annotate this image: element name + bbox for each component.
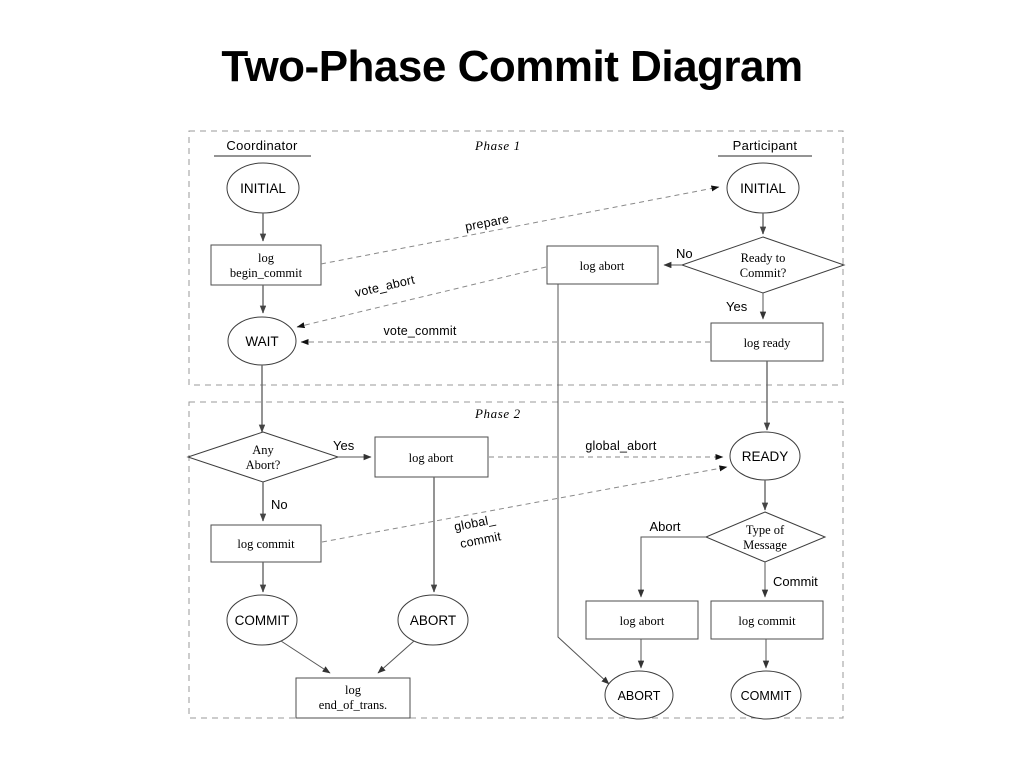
node-coordinator-initial-label: INITIAL [240, 181, 286, 196]
node-participant-ready-label: READY [742, 449, 789, 464]
swimlane-label-coordinator: Coordinator [226, 138, 298, 153]
page-title: Two-Phase Commit Diagram [221, 42, 803, 91]
node-participant-commit[interactable] [730, 670, 802, 720]
branch-label-any-abort-yes: Yes [333, 438, 355, 453]
node-participant-log-commit-phase2[interactable] [710, 600, 824, 640]
node-ready-to-commit-label-2: Commit? [740, 266, 787, 280]
node-any-abort-label-2: Abort? [246, 458, 281, 472]
phase-2-region [188, 401, 844, 719]
message-arrow-global-commit [321, 465, 728, 543]
node-participant-log-abort-phase1-label: log abort [580, 259, 625, 273]
node-type-of-message-label-1: Type of [746, 523, 785, 537]
node-coordinator-abort[interactable] [397, 594, 469, 646]
message-label-vote-commit: vote_commit [383, 324, 456, 338]
node-log-begin-commit-label-2: begin_commit [230, 266, 303, 280]
node-log-ready-label: log ready [744, 336, 792, 350]
node-participant-log-abort-phase2-label: log abort [620, 614, 665, 628]
message-label-global-commit-2: commit [459, 529, 503, 551]
branch-label-type-commit: Commit [773, 574, 818, 589]
node-coordinator-commit-label: COMMIT [235, 613, 290, 628]
node-type-of-message-decision[interactable] [704, 511, 827, 563]
node-coordinator-log-abort-phase2[interactable] [374, 436, 489, 478]
message-arrow-prepare [320, 185, 720, 265]
node-type-of-message-label-2: Message [743, 538, 787, 552]
node-ready-to-commit-label-1: Ready to [741, 251, 786, 265]
node-coordinator-wait-label: WAIT [245, 334, 278, 349]
edge-commit-to-log-end-of-trans [280, 640, 331, 674]
swimlane-label-participant: Participant [733, 138, 798, 153]
node-participant-log-abort-phase2[interactable] [585, 600, 699, 640]
node-log-commit-coordinator-label: log commit [237, 537, 295, 551]
message-arrow-vote-abort [296, 266, 547, 329]
node-ready-to-commit-decision[interactable] [680, 236, 846, 294]
node-participant-abort-label: ABORT [618, 689, 661, 703]
node-coordinator-abort-label: ABORT [410, 613, 456, 628]
branch-label-any-abort-no: No [271, 497, 288, 512]
node-participant-initial-label: INITIAL [740, 181, 786, 196]
message-label-global-abort: global_abort [585, 439, 657, 453]
node-log-end-of-trans-label-2: end_of_trans. [319, 698, 387, 712]
node-log-ready[interactable] [710, 322, 824, 362]
node-log-end-of-trans[interactable] [295, 677, 411, 719]
edge-abort-to-log-end-of-trans [377, 640, 415, 674]
phase-2-label: Phase 2 [474, 406, 521, 421]
node-participant-abort[interactable] [604, 670, 674, 720]
branch-label-ready-no: No [676, 246, 693, 261]
node-log-begin-commit[interactable] [210, 244, 322, 286]
edge-participant-log-abort-phase1-to-abort-state [557, 284, 610, 685]
node-coordinator-commit[interactable] [226, 594, 298, 646]
node-participant-log-commit-phase2-label: log commit [738, 614, 796, 628]
branch-label-type-abort: Abort [649, 519, 680, 534]
edge-type-abort-to-log-abort [637, 536, 706, 598]
message-label-prepare: prepare [464, 212, 510, 234]
node-log-begin-commit-label-1: log [258, 251, 275, 265]
node-any-abort-label-1: Any [252, 443, 274, 457]
phase-1-label: Phase 1 [474, 138, 521, 153]
phase-1-region [188, 130, 844, 386]
node-log-commit-coordinator[interactable] [210, 524, 322, 563]
node-participant-log-abort-phase1[interactable] [546, 245, 659, 285]
node-participant-commit-label: COMMIT [741, 689, 792, 703]
branch-label-ready-yes: Yes [726, 299, 748, 314]
node-any-abort-decision[interactable] [186, 431, 340, 483]
node-coordinator-log-abort-phase2-label: log abort [409, 451, 454, 465]
node-log-end-of-trans-label-1: log [345, 683, 362, 697]
message-label-vote-abort: vote_abort [354, 272, 417, 299]
